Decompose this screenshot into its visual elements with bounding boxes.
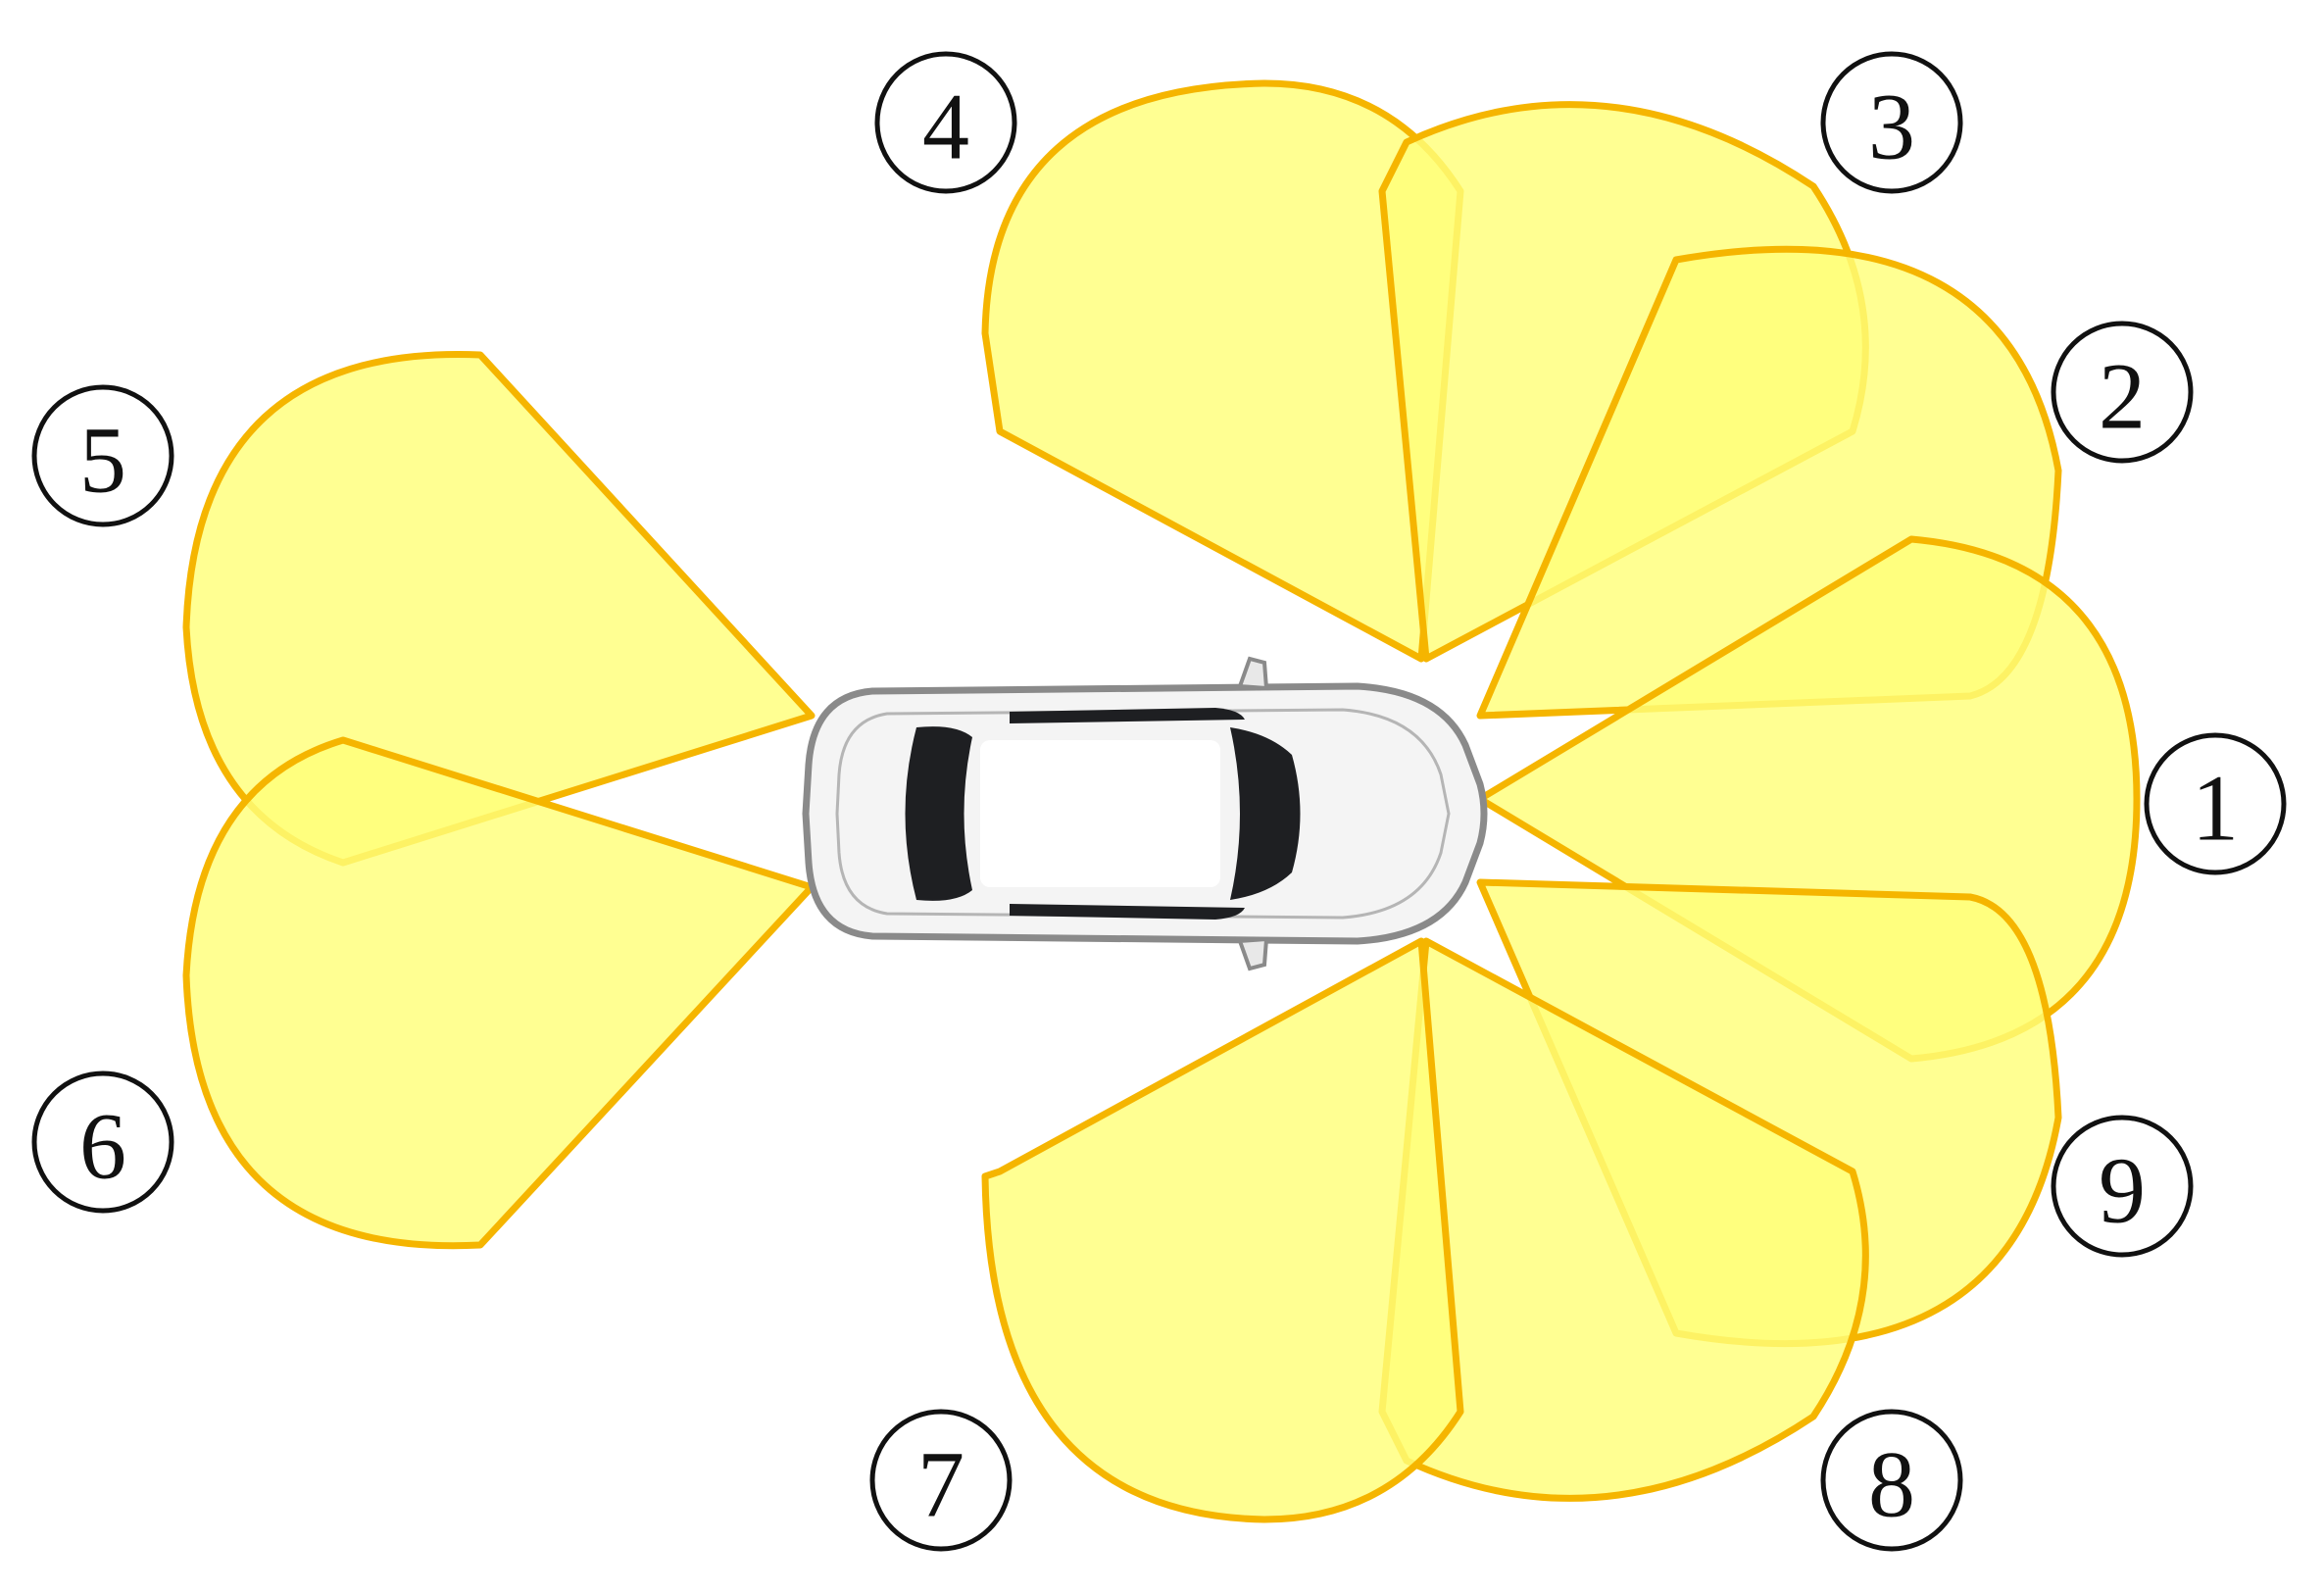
zone-badge-circle [2144,732,2287,875]
zone-badge-circle [1820,51,1963,194]
zone-badge-label: 3 [1868,75,1915,179]
zone-badge-circle [874,51,1017,194]
zone-badge-circle [31,384,174,527]
zone-badge-circle [2051,1115,2194,1258]
side-window-top [1010,708,1245,723]
zone-badge-label: 2 [2099,344,2146,449]
car-roof [980,740,1220,887]
side-window-bottom [1010,904,1245,920]
zone-badge-label: 8 [1868,1432,1915,1537]
side-mirror-left [1237,656,1269,691]
zone-badge-circle [31,1070,174,1214]
zone-badge-6: 6 [31,1070,174,1214]
zone-badge-circle [2051,321,2194,464]
zone-badge-3: 3 [1820,51,1963,194]
zone-badge-4: 4 [874,51,1017,194]
coverage-zone-7 [981,937,1464,1523]
windshield [1230,727,1301,900]
zone-badge-label: 4 [922,75,969,179]
coverage-zones [182,79,2141,1523]
car-top-view-icon [802,656,1488,971]
zone-badge-7: 7 [869,1409,1013,1552]
zone-badge-9: 9 [2051,1115,2194,1258]
zone-badge-8: 8 [1820,1409,1963,1552]
zone-badge-circle [869,1409,1013,1552]
zone-number-badges: 1 2 3 4 5 6 7 8 9 [31,51,2287,1552]
zone-badge-label: 7 [917,1432,964,1537]
zone-badge-5: 5 [31,384,174,527]
coverage-zone-8 [1378,937,1869,1502]
zone-badge-circle [1820,1409,1963,1552]
zone-badge-1: 1 [2144,732,2287,875]
zone-badge-2: 2 [2051,321,2194,464]
zone-badge-label: 5 [79,408,126,513]
car-body-contour [835,708,1451,920]
coverage-zone-4 [981,79,1464,663]
rear-window [905,726,972,901]
zone-badge-label: 6 [79,1094,126,1199]
zone-badge-label: 1 [2192,756,2239,861]
coverage-zone-6 [182,736,816,1250]
zone-badge-label: 9 [2099,1138,2146,1243]
side-mirror-right [1237,936,1269,971]
